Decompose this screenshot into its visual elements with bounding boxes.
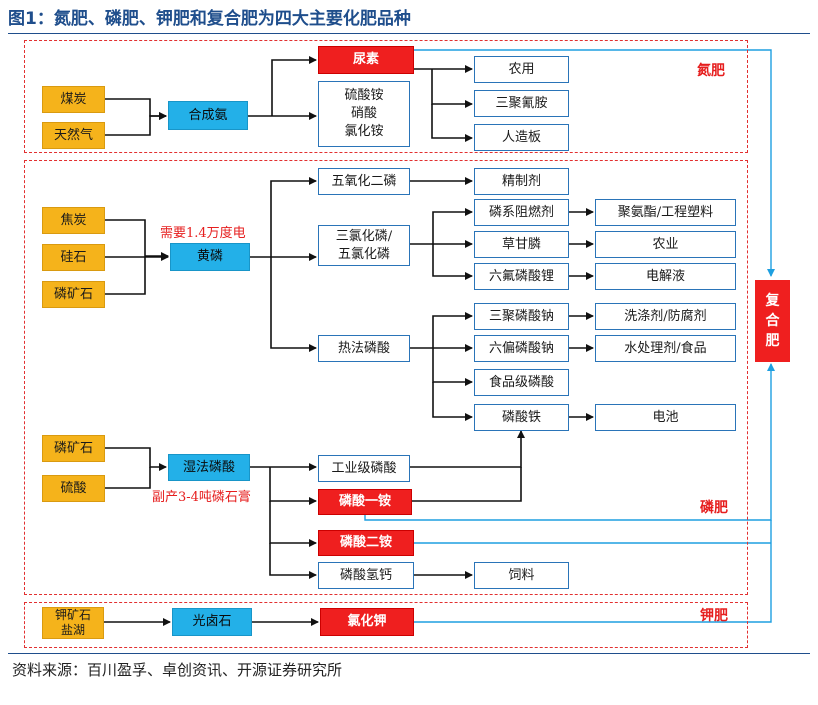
node-phosphate-rock-1: 磷矿石	[42, 281, 105, 308]
label-phosphate: 磷肥	[700, 500, 728, 516]
node-ammonium-salts: 硫酸铵 硝酸 氯化铵	[318, 81, 410, 147]
node-polyester: 聚氨酯/工程塑料	[595, 199, 736, 226]
arrow-yp-thermal	[270, 257, 317, 352]
node-detergent: 洗涤剂/防腐剂	[595, 303, 736, 330]
node-lipf6: 六氟磷酸锂	[474, 263, 569, 290]
node-board: 人造板	[474, 124, 569, 151]
arrow-coke-yp	[105, 219, 169, 260]
node-coal: 煤炭	[42, 86, 105, 113]
node-melamine: 三聚氰胺	[474, 90, 569, 117]
header-rule	[8, 33, 810, 34]
salt-3: 氯化铵	[344, 124, 384, 139]
arrow-rock-yp	[105, 257, 146, 295]
node-silica: 硅石	[42, 244, 105, 271]
arrow-thermal-ifp	[432, 382, 473, 421]
node-coke: 焦炭	[42, 207, 105, 234]
note-electricity: 需要1.4万度电	[160, 226, 246, 241]
arrow-wet-dcp	[269, 543, 317, 579]
node-phosphate-rock-2: 磷矿石	[42, 435, 105, 462]
region-phosphate	[24, 160, 748, 595]
node-flame-retardant: 磷系阻燃剂	[474, 199, 569, 226]
node-agri-use: 农用	[474, 56, 569, 83]
node-sulfuric-acid: 硫酸	[42, 475, 105, 502]
node-glyphosate: 草甘膦	[474, 231, 569, 258]
figure-title: 图1：氮肥、磷肥、钾肥和复合肥为四大主要化肥品种	[8, 9, 411, 29]
node-electrolyte: 电解液	[595, 263, 736, 290]
arrow-urea-board	[431, 104, 473, 142]
arrow-pcl-lipf6	[432, 244, 473, 280]
node-urea: 尿素	[318, 46, 414, 74]
label-potash: 钾肥	[700, 608, 728, 624]
node-thermal-acid: 热法磷酸	[318, 335, 410, 362]
node-ammonia: 合成氨	[168, 101, 248, 130]
node-wet-acid: 湿法磷酸	[168, 454, 250, 481]
node-stpp: 三聚磷酸钠	[474, 303, 569, 330]
compound-label: 复合肥	[765, 293, 780, 349]
arrow-yp-p2o5	[270, 177, 317, 257]
potash-ore-line-1: 钾矿石	[54, 608, 91, 622]
node-p2o5: 五氧化二磷	[318, 168, 410, 195]
node-kcl: 氯化钾	[320, 608, 414, 636]
footer-rule	[8, 653, 810, 654]
node-food-acid: 食品级磷酸	[474, 369, 569, 396]
compound-fertilizer-box: 复合肥	[755, 280, 790, 362]
potash-ore-line-2: 盐湖	[60, 623, 85, 637]
salt-2: 硝酸	[350, 106, 377, 121]
node-pcl: 三氯化磷/ 五氯化磷	[318, 225, 410, 266]
arrow-pcl-flame	[410, 208, 473, 245]
pcl-line-1: 三氯化磷/	[335, 228, 393, 244]
arrow-rock2-wet	[105, 447, 167, 471]
region-nitrogen	[24, 40, 748, 153]
link-kcl-compound	[414, 520, 772, 623]
node-dcp: 磷酸氢钙	[318, 562, 414, 589]
arrow-ammonia-urea	[271, 56, 317, 116]
node-water-treatment: 水处理剂/食品	[595, 335, 736, 362]
node-natural-gas: 天然气	[42, 122, 105, 149]
node-yellow-phosphorus: 黄磷	[170, 243, 250, 271]
node-industrial-acid: 工业级磷酸	[318, 455, 410, 482]
arrow-thermal-stpp	[410, 312, 473, 349]
node-feed: 饲料	[474, 562, 569, 589]
pcl-line-2: 五氯化磷	[337, 246, 390, 262]
node-refined: 精制剂	[474, 168, 569, 195]
salt-1: 硫酸铵	[344, 88, 384, 103]
node-dap: 磷酸二铵	[318, 530, 414, 556]
link-urea-compound	[414, 49, 775, 277]
arrow-map-ifp	[412, 467, 522, 502]
region-potash	[24, 602, 748, 648]
label-nitrogen: 氮肥	[697, 63, 725, 79]
note-byproduct: 副产3-4吨磷石膏	[152, 490, 251, 505]
link-map-compound	[364, 363, 775, 521]
node-carnallite: 光卤石	[172, 608, 252, 636]
node-agriculture: 农业	[595, 231, 736, 258]
node-potash-ore: 钾矿石 盐湖	[42, 607, 104, 639]
source-note: 资料来源：百川盈孚、卓创资讯、开源证券研究所	[12, 661, 343, 679]
node-iron-phosphate: 磷酸铁	[474, 404, 569, 431]
arrow-gas-ammonia	[105, 112, 167, 136]
arrow-sulfuric-wet	[105, 467, 151, 489]
node-map: 磷酸一铵	[318, 489, 412, 515]
node-shmp: 六偏磷酸钠	[474, 335, 569, 362]
node-battery: 电池	[595, 404, 736, 431]
